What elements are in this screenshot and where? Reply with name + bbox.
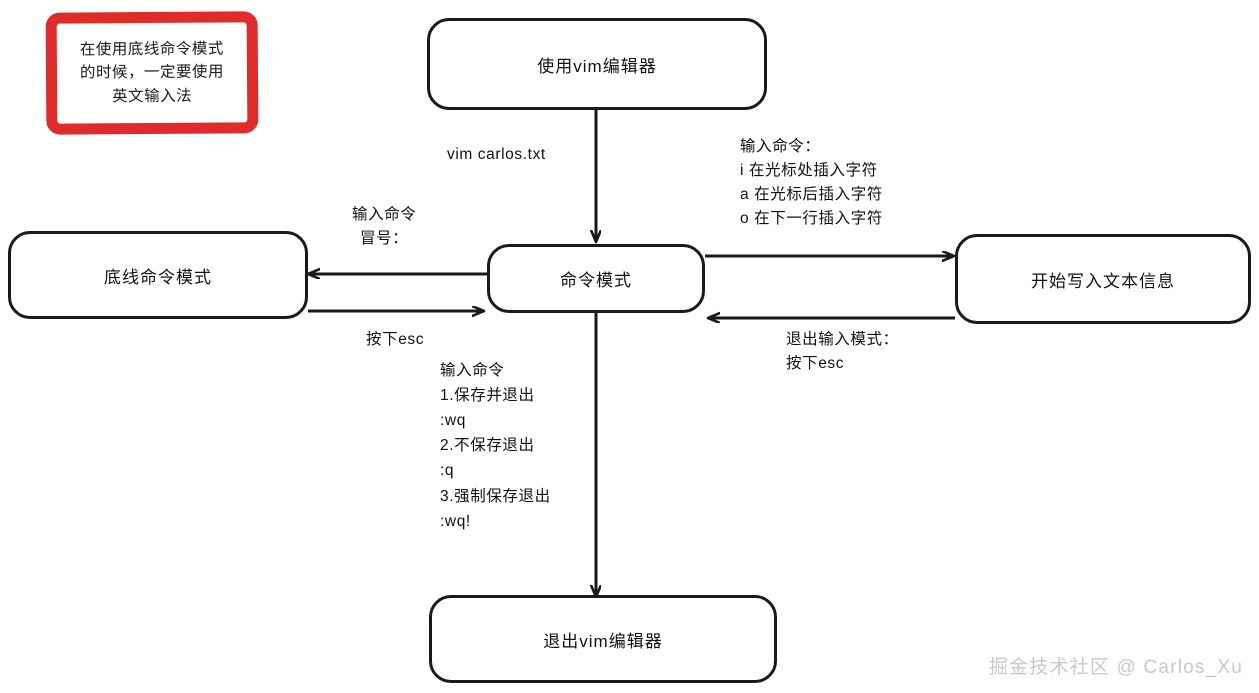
node-insert-mode-label: 开始写入文本信息 — [1031, 271, 1175, 291]
edge-label-insert-to-command: 退出输入模式： 按下esc — [786, 331, 899, 373]
warning-line-2: 的时候，一定要使用 — [79, 63, 225, 82]
node-command-mode[interactable]: 命令模式 — [487, 244, 705, 313]
node-start[interactable]: 使用vim编辑器 — [427, 18, 767, 110]
edge-label-command-to-exit: 输入命令 1.保存并退出 :wq 2.不保存退出 :q 3.强制保存退出 :wq… — [440, 362, 551, 530]
node-last-line-mode[interactable]: 底线命令模式 — [8, 231, 308, 319]
warning-line-1: 在使用底线命令模式 — [79, 40, 224, 59]
edge-label-command-to-lastline: 输入命令 冒号： — [352, 206, 417, 248]
node-exit[interactable]: 退出vim编辑器 — [429, 595, 777, 683]
watermark: 掘金技术社区 @ Carlos_Xu — [988, 657, 1243, 678]
node-last-line-mode-label: 底线命令模式 — [104, 267, 212, 287]
edge-label-command-to-insert: 输入命令： i 在光标处插入字符 a 在光标后插入字符 o 在下一行插入字符 — [740, 138, 883, 228]
node-start-label: 使用vim编辑器 — [537, 56, 657, 76]
node-insert-mode[interactable]: 开始写入文本信息 — [955, 234, 1251, 324]
warning-callout: 在使用底线命令模式 的时候，一定要使用 英文输入法 — [45, 11, 259, 135]
node-command-mode-label: 命令模式 — [560, 271, 632, 290]
warning-callout-text: 在使用底线命令模式 的时候，一定要使用 英文输入法 — [76, 37, 229, 109]
edge-label-lastline-to-command: 按下esc — [366, 331, 425, 348]
node-exit-label: 退出vim编辑器 — [543, 631, 663, 651]
edge-label-start-to-command: vim carlos.txt — [447, 146, 546, 163]
warning-line-3: 英文输入法 — [112, 87, 193, 106]
